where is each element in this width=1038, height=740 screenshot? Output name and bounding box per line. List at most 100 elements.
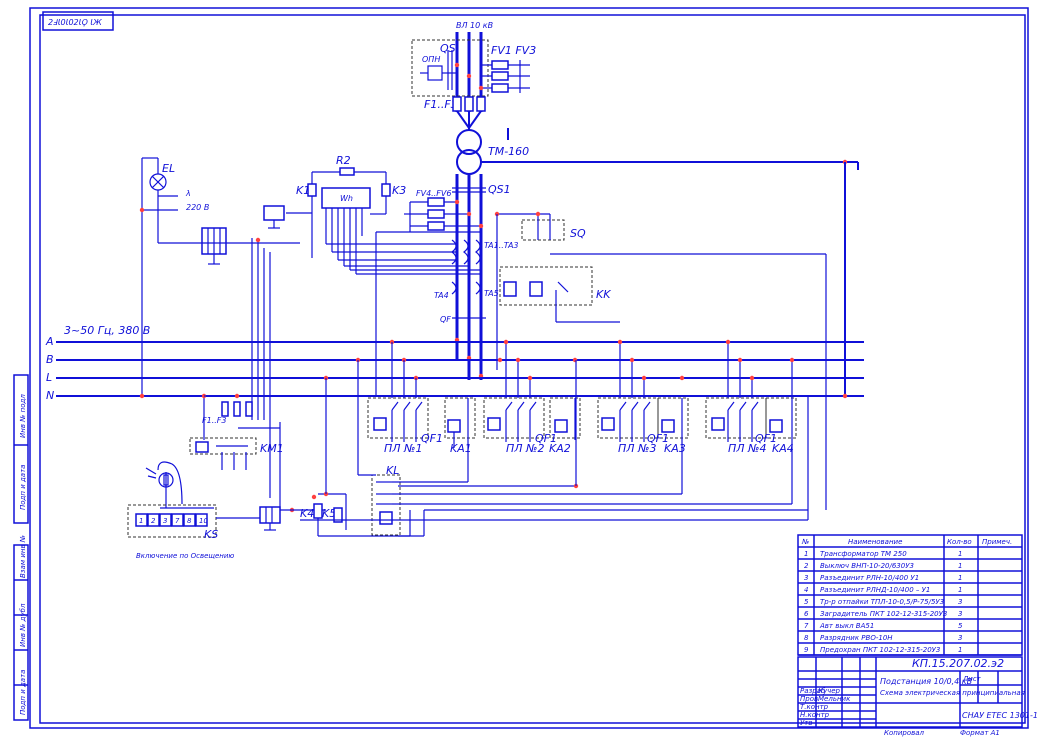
label-qs1: QS1 bbox=[488, 183, 511, 196]
busbars: 3~50 Гц, 380 В A B L N bbox=[45, 324, 864, 402]
sensor-caption: Включение по Освещению bbox=[136, 552, 234, 560]
terminal-label: 2 bbox=[151, 517, 156, 525]
terminal-label: 3 bbox=[163, 517, 167, 525]
feeder-1-qf: QF1 bbox=[421, 432, 443, 445]
label-fv: FV1 FV3 bbox=[491, 44, 536, 57]
spec-cell: 3 bbox=[958, 610, 962, 618]
spec-cell: Предохран ПКТ 102-12-315-20У3 bbox=[820, 646, 940, 654]
spec-cell: 5 bbox=[804, 598, 809, 606]
title-sheet: Лист bbox=[962, 675, 982, 683]
label-ta4: TA4 bbox=[434, 291, 449, 300]
spec-cell: 3 bbox=[804, 574, 808, 582]
qs-switch-box bbox=[411, 39, 489, 97]
spec-cell: Разрядник РВО-10Н bbox=[820, 634, 893, 642]
label-phase-n: N bbox=[46, 389, 54, 402]
spec-cell: 1 bbox=[958, 574, 962, 582]
spec-cell: Трансформатор ТМ 250 bbox=[820, 550, 907, 558]
spec-cell: 9 bbox=[804, 646, 809, 654]
spec-cell: 7 bbox=[804, 622, 809, 630]
label-kl: KL bbox=[386, 464, 399, 477]
label-bus-spec: 3~50 Гц, 380 В bbox=[64, 324, 150, 337]
label-el: EL bbox=[162, 162, 175, 175]
spec-cell: 1 bbox=[958, 550, 962, 558]
label-ta5: TA5 bbox=[484, 289, 499, 298]
label-qf: QF bbox=[440, 315, 451, 324]
title-bottom-right: Формат А1 bbox=[960, 729, 1000, 737]
label-wh: Wh bbox=[340, 194, 353, 203]
spec-cell: 8 bbox=[804, 634, 809, 642]
spec-cell: Авт выкл ВА51 bbox=[819, 622, 874, 630]
terminal-block-top bbox=[263, 205, 285, 221]
terminal-cell bbox=[183, 513, 196, 527]
label-k3: K3 bbox=[392, 184, 406, 197]
feeder-3 bbox=[597, 339, 689, 442]
terminal-cell bbox=[159, 513, 172, 527]
label-r2: R2 bbox=[336, 154, 351, 167]
stamp-text: 2ℲƖ0Ɩ02ƖϘ ƖЖ bbox=[48, 18, 102, 27]
feeder-3-line: ПЛ №3 bbox=[618, 442, 656, 455]
feeder-2-line: ПЛ №2 bbox=[506, 442, 544, 455]
title-role-3: Т.контр bbox=[800, 703, 829, 711]
feeder-3-ka: KA3 bbox=[664, 442, 686, 455]
spec-cell: Разъединит РЛНД-10/400 – У1 bbox=[820, 586, 930, 594]
transformer-primary bbox=[456, 129, 482, 155]
terminal-cell bbox=[147, 513, 160, 527]
label-phase-l: L bbox=[46, 371, 52, 384]
photosensor-icon bbox=[158, 472, 174, 488]
title-role-5: Утв bbox=[800, 719, 812, 727]
label-phase-b: B bbox=[46, 353, 54, 366]
spec-header-qty: Кол-во bbox=[947, 538, 972, 546]
spec-cell: Выключ ВНП-10-20/630У3 bbox=[820, 562, 914, 570]
label-lambda: λ bbox=[185, 189, 191, 198]
spec-cell: 1 bbox=[958, 562, 962, 570]
label-k4: K4 bbox=[300, 507, 314, 520]
feeder-2 bbox=[483, 339, 581, 442]
sheet-frame bbox=[29, 7, 1029, 729]
side-stamp-5: Подп и дата bbox=[19, 670, 27, 715]
label-kk: KK bbox=[596, 288, 611, 301]
label-ta: TA1..TA3 bbox=[484, 241, 519, 250]
spec-cell: Заградитель ПКТ 102-12-315-20У3 bbox=[820, 610, 947, 618]
spec-cell: Тр-р отпайки ТПЛ-10-0,5/Р-75/5У3 bbox=[820, 598, 944, 606]
feeder-2-ka: KA2 bbox=[549, 442, 571, 455]
spec-cell: 3 bbox=[958, 598, 962, 606]
side-stamp-3: Взам инв № bbox=[19, 535, 27, 578]
spec-cell: 4 bbox=[804, 586, 808, 594]
label-sq: SQ bbox=[570, 227, 586, 240]
terminal-label: 10 bbox=[199, 517, 208, 525]
title-subtitle: Схема электрическая принципиальная bbox=[880, 689, 1025, 697]
title-bottom-left: Копировал bbox=[884, 729, 925, 737]
spec-header-note: Примеч. bbox=[982, 538, 1012, 546]
lv-trunk: QS1 FV4..FV6 TA1..TA3 TA4 TA5 QF bbox=[404, 174, 519, 380]
label-220: 220 В bbox=[186, 203, 209, 212]
feeder-1 bbox=[367, 342, 476, 448]
feeder-3-qf: QF1 bbox=[647, 432, 669, 445]
terminal-label: 1 bbox=[139, 517, 143, 525]
spec-header-no: № bbox=[801, 538, 809, 546]
spec-table: № Наименование Кол-во Примеч. 1 Трансформ… bbox=[797, 534, 1023, 656]
terminal-label: 8 bbox=[187, 517, 192, 525]
inner-frame bbox=[39, 14, 1026, 724]
spec-cell: 1 bbox=[804, 550, 808, 558]
hv-section: ВЛ 10 кВ QS FV1 FV3 ОПН F1..F3 bbox=[411, 21, 859, 397]
terminal-cell bbox=[171, 513, 184, 527]
terminal-cell bbox=[195, 513, 208, 527]
feeder-4-ka: KA4 bbox=[772, 442, 794, 455]
label-km1: KM1 bbox=[260, 442, 284, 455]
spec-cell: 1 bbox=[958, 586, 962, 594]
label-vl: ВЛ 10 кВ bbox=[456, 21, 493, 30]
terminal-label: 7 bbox=[175, 517, 180, 525]
title-code: КП.15.207.02.э2 bbox=[912, 657, 1004, 670]
terminal-cell bbox=[135, 513, 148, 527]
feeder-1-line: ПЛ №1 bbox=[384, 442, 422, 455]
label-ks: KS bbox=[204, 528, 218, 541]
stamp-box bbox=[42, 11, 114, 31]
spec-cell: 3 bbox=[958, 634, 962, 642]
label-opn: ОПН bbox=[422, 55, 440, 64]
feeder-1-ka: KA1 bbox=[450, 442, 472, 455]
spec-cell: 6 bbox=[804, 610, 809, 618]
spec-header-name: Наименование bbox=[848, 538, 902, 546]
title-name: Подстанция 10/0,4 кВ bbox=[880, 677, 972, 686]
